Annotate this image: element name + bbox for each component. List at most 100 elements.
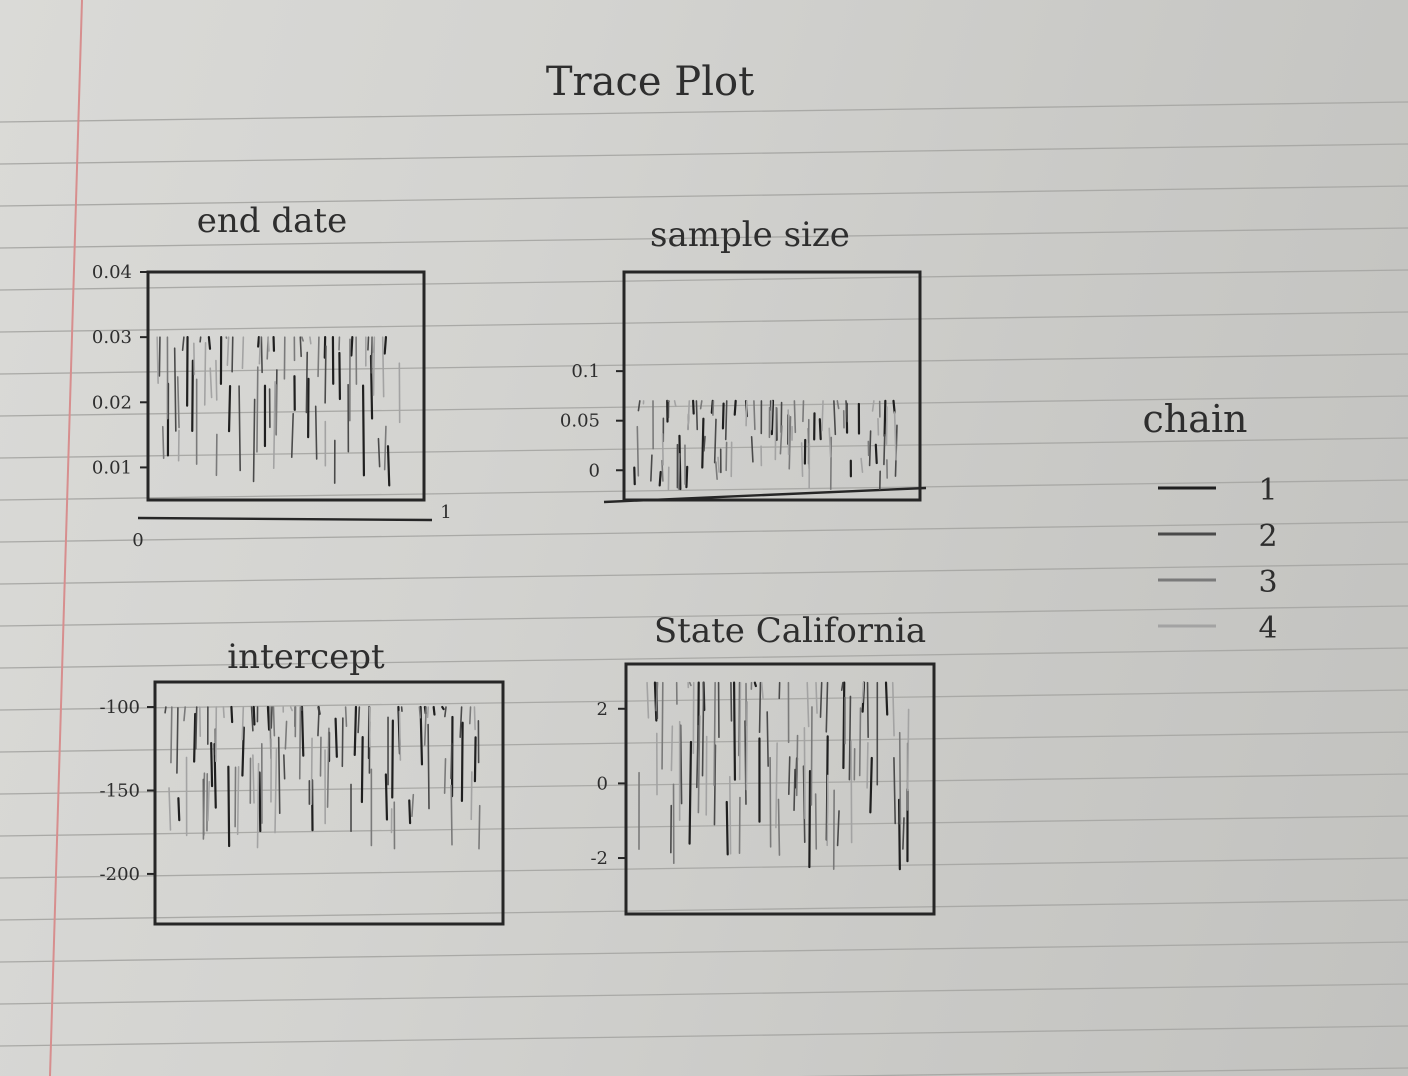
rule-line bbox=[0, 941, 1408, 963]
trace-chain-3 bbox=[636, 425, 640, 477]
trace-chain-2 bbox=[766, 711, 769, 767]
trace-chain-3 bbox=[858, 707, 862, 777]
trace-chain-1 bbox=[685, 465, 689, 489]
rule-line bbox=[0, 101, 1408, 123]
trace-chain-4 bbox=[866, 741, 869, 789]
trace-chain-4 bbox=[670, 725, 674, 772]
legend-label: 4 bbox=[1258, 611, 1277, 646]
legend-title: chain bbox=[1142, 397, 1247, 441]
trace-chain-2 bbox=[194, 706, 198, 750]
trace-chain-3 bbox=[810, 706, 813, 806]
panel-end-date: end date 0.040.030.020.01 01 bbox=[92, 201, 452, 551]
rule-line bbox=[0, 185, 1408, 207]
trace-chain-3 bbox=[284, 720, 288, 750]
trace-chain-2 bbox=[324, 345, 327, 404]
trace-chain-4 bbox=[646, 681, 650, 719]
rule-line bbox=[0, 563, 1408, 585]
trace-chain-2 bbox=[305, 351, 309, 414]
trace-chain-4 bbox=[256, 762, 260, 849]
trace-chain-2 bbox=[277, 736, 281, 815]
trace-chain-2 bbox=[341, 717, 344, 768]
margin-line bbox=[49, 0, 83, 1076]
y-tick-label: 0.02 bbox=[92, 392, 132, 413]
trace-chain-3 bbox=[898, 731, 902, 825]
rule-line bbox=[0, 395, 1408, 417]
trace-chain-4 bbox=[193, 342, 196, 376]
trace-chain-2 bbox=[701, 681, 705, 777]
trace-chain-3 bbox=[713, 681, 716, 786]
trace-chain-4 bbox=[252, 754, 255, 804]
trace-chain-4 bbox=[473, 706, 476, 731]
trace-chain-3 bbox=[272, 706, 276, 737]
trace-chain-2 bbox=[283, 754, 286, 780]
y-tick-label: -2 bbox=[590, 848, 608, 869]
trace-chain-1 bbox=[191, 359, 194, 433]
trace-chain-1 bbox=[842, 681, 846, 770]
trace-chain-2 bbox=[459, 706, 463, 738]
trace-chain-2 bbox=[158, 336, 161, 377]
trace-chain-3 bbox=[795, 734, 799, 797]
y-tick-label: -200 bbox=[100, 864, 140, 885]
trace-chain-3 bbox=[298, 706, 302, 780]
trace-chain-1 bbox=[441, 705, 445, 711]
trace-chain-3 bbox=[836, 400, 840, 410]
trace-chain-2 bbox=[290, 412, 294, 459]
trace-chain-3 bbox=[202, 772, 206, 840]
trace-chain-3 bbox=[655, 681, 659, 712]
trace-chain-3 bbox=[161, 425, 165, 460]
trace-chain-4 bbox=[775, 742, 778, 829]
trace-lines bbox=[156, 336, 401, 487]
trace-chain-2 bbox=[367, 336, 370, 351]
panel-frame bbox=[624, 662, 936, 916]
trace-chain-4 bbox=[661, 433, 664, 466]
trace-lines bbox=[638, 681, 910, 871]
trace-chain-1 bbox=[353, 705, 358, 757]
panel-state-california: State California 20-2 bbox=[590, 611, 936, 916]
panel-intercept: intercept -100-150-200 bbox=[100, 637, 505, 926]
trace-chain-2 bbox=[848, 695, 852, 781]
trace-chain-3 bbox=[788, 416, 792, 470]
trace-chain-1 bbox=[897, 798, 901, 871]
y-tick-label: 0.01 bbox=[92, 457, 132, 478]
trace-chain-4 bbox=[770, 400, 773, 431]
y-tick-label: 0.1 bbox=[571, 361, 600, 382]
rule-line bbox=[0, 143, 1408, 165]
trace-chain-2 bbox=[750, 435, 754, 463]
trace-chain-2 bbox=[173, 347, 177, 432]
trace-chain-4 bbox=[274, 748, 278, 834]
trace-chain-2 bbox=[893, 756, 897, 825]
trace-chain-4 bbox=[289, 706, 293, 712]
trace-chain-4 bbox=[241, 706, 245, 741]
trace-chain-2 bbox=[836, 810, 840, 847]
trace-chain-1 bbox=[732, 681, 737, 781]
trace-chain-2 bbox=[703, 435, 706, 452]
trace-chain-3 bbox=[712, 400, 715, 416]
panel-frame bbox=[146, 270, 426, 502]
rule-line bbox=[0, 269, 1408, 291]
rule-line bbox=[0, 605, 1408, 627]
trace-chain-2 bbox=[314, 405, 318, 460]
trace-chain-4 bbox=[222, 706, 225, 719]
trace-chain-3 bbox=[688, 681, 692, 687]
trace-chain-1 bbox=[361, 384, 366, 477]
trace-chain-1 bbox=[408, 799, 412, 825]
trace-chain-4 bbox=[168, 787, 172, 831]
trace-chain-1 bbox=[733, 399, 737, 416]
rule-line bbox=[0, 311, 1408, 333]
trace-chain-4 bbox=[803, 727, 806, 820]
trace-chain-4 bbox=[258, 336, 262, 365]
y-tick-label: 0 bbox=[597, 773, 608, 794]
trace-chain-1 bbox=[883, 399, 887, 437]
trace-chain-3 bbox=[661, 681, 664, 770]
trace-chain-4 bbox=[850, 740, 853, 844]
trace-chain-2 bbox=[845, 400, 849, 423]
trace-chain-1 bbox=[473, 736, 477, 783]
trace-chain-4 bbox=[871, 400, 875, 412]
trace-chain-2 bbox=[758, 681, 762, 734]
trace-chain-4 bbox=[236, 766, 240, 836]
trace-chain-4 bbox=[156, 336, 159, 384]
trace-chain-2 bbox=[270, 706, 273, 729]
trace-chain-3 bbox=[715, 461, 718, 480]
trace-chain-1 bbox=[692, 399, 695, 415]
